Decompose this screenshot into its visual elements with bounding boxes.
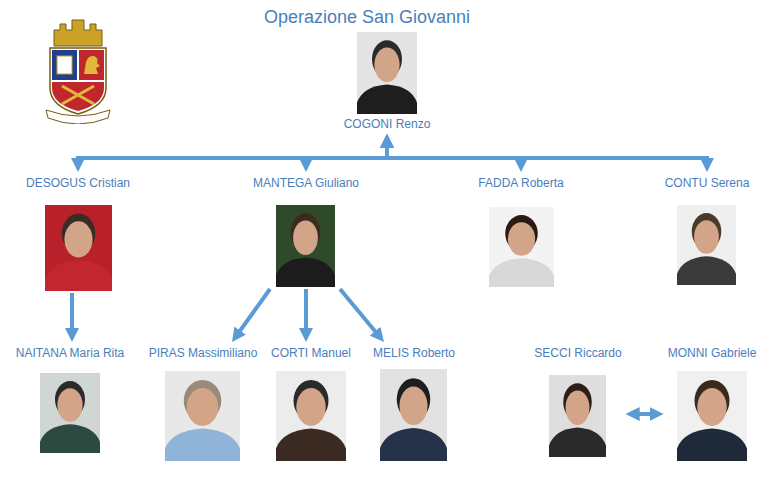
photo-shoulders bbox=[549, 427, 606, 457]
person-card: PIRAS Massimiliano bbox=[145, 342, 262, 463]
person-card: DESOGUS Cristian bbox=[22, 172, 134, 293]
relation-arrow bbox=[340, 289, 378, 334]
person-name: NAITANA Maria Rita bbox=[16, 346, 124, 361]
photo-shoulders bbox=[45, 260, 112, 291]
portrait-photo bbox=[677, 371, 747, 461]
person-name: DESOGUS Cristian bbox=[26, 176, 130, 191]
photo-background bbox=[165, 371, 240, 461]
relation-arrow bbox=[635, 412, 653, 416]
photo-face bbox=[400, 386, 428, 425]
crest-crown bbox=[54, 20, 102, 46]
photo-background bbox=[276, 371, 346, 461]
photo-background bbox=[677, 371, 747, 461]
photo-shoulders bbox=[165, 429, 240, 461]
photo-face bbox=[294, 221, 319, 255]
photo-shoulders bbox=[357, 84, 417, 114]
crest-ribbon bbox=[46, 110, 110, 124]
portrait-photo bbox=[45, 205, 112, 291]
person-card: MONNI Gabriele bbox=[664, 342, 761, 463]
photo-shoulders bbox=[677, 256, 736, 285]
crest-swords bbox=[62, 86, 94, 104]
person-card: COGONI Renzo bbox=[340, 28, 435, 134]
photo-background bbox=[40, 373, 100, 453]
person-name: CORTI Manuel bbox=[271, 346, 351, 361]
portrait-photo bbox=[276, 205, 335, 287]
crest-quarter bbox=[52, 82, 104, 111]
person-name: FADDA Roberta bbox=[478, 176, 563, 191]
photo-face bbox=[566, 391, 590, 425]
photo-background bbox=[380, 369, 447, 461]
person-card: FADDA Roberta bbox=[474, 172, 567, 289]
photo-shoulders bbox=[489, 258, 554, 287]
person-name: PIRAS Massimiliano bbox=[149, 346, 258, 361]
photo-face bbox=[187, 388, 219, 426]
crest-shield bbox=[50, 48, 106, 114]
crest-lion bbox=[84, 56, 100, 74]
person-card: MELIS Roberto bbox=[369, 342, 459, 463]
portrait-photo bbox=[165, 371, 240, 461]
diagram-title: Operazione San Giovanni bbox=[264, 6, 470, 28]
crest-quarter bbox=[79, 50, 104, 80]
photo-face bbox=[64, 221, 92, 257]
relation-arrow bbox=[306, 144, 387, 162]
portrait-photo bbox=[357, 32, 417, 114]
photo-shoulders bbox=[677, 429, 747, 461]
person-card: MANTEGA Giuliano bbox=[249, 172, 363, 289]
photo-shoulders bbox=[380, 428, 447, 461]
photo-background bbox=[276, 205, 335, 287]
person-card: NAITANA Maria Rita bbox=[12, 342, 128, 455]
portrait-photo bbox=[40, 373, 100, 453]
portrait-photo bbox=[677, 205, 736, 285]
photo-background bbox=[549, 375, 606, 457]
person-name: MANTEGA Giuliano bbox=[253, 176, 359, 191]
portrait-photo bbox=[380, 369, 447, 461]
relation-arrow bbox=[387, 144, 707, 162]
photo-background bbox=[489, 207, 554, 287]
crest-book bbox=[57, 56, 72, 74]
person-name: COGONI Renzo bbox=[344, 117, 431, 132]
photo-background bbox=[677, 205, 736, 285]
photo-face bbox=[697, 388, 726, 426]
crest-quarter bbox=[52, 50, 77, 80]
photo-face bbox=[57, 388, 82, 422]
photo-shoulders bbox=[40, 424, 100, 453]
photo-background bbox=[357, 32, 417, 114]
relation-arrow bbox=[78, 144, 387, 162]
person-name: SECCI Riccardo bbox=[534, 346, 621, 361]
person-card: CONTU Serena bbox=[661, 172, 754, 287]
person-card: CORTI Manuel bbox=[267, 342, 355, 463]
photo-shoulders bbox=[276, 429, 346, 461]
portrait-photo bbox=[549, 375, 606, 457]
portrait-photo bbox=[489, 207, 554, 287]
relation-arrow bbox=[70, 293, 74, 332]
relation-arrow bbox=[238, 289, 270, 334]
person-name: MONNI Gabriele bbox=[668, 346, 757, 361]
person-card: SECCI Riccardo bbox=[530, 342, 625, 459]
photo-shoulders bbox=[276, 257, 335, 287]
photo-face bbox=[296, 388, 325, 426]
police-crest bbox=[44, 16, 112, 124]
photo-face bbox=[374, 48, 399, 82]
photo-face bbox=[695, 220, 720, 254]
portrait-photo bbox=[276, 371, 346, 461]
person-name: CONTU Serena bbox=[665, 176, 750, 191]
photo-background bbox=[45, 205, 112, 291]
person-name: MELIS Roberto bbox=[373, 346, 455, 361]
relation-arrow bbox=[304, 289, 308, 332]
photo-face bbox=[507, 222, 534, 256]
